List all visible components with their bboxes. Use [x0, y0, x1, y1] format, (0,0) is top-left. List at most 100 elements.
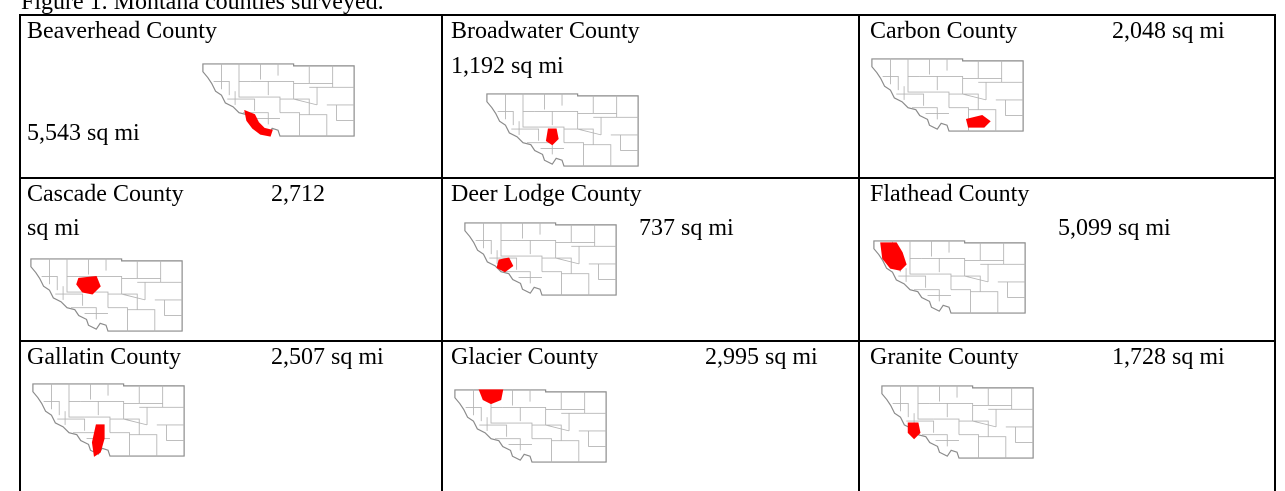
- county-location-map: [199, 60, 359, 140]
- state-outline: [30, 258, 183, 332]
- county-boundary: [107, 307, 128, 332]
- county-boundary: [1007, 281, 1026, 298]
- county-location-map: [870, 237, 1030, 317]
- county-boundary: [511, 128, 540, 141]
- county-boundary: [213, 81, 230, 96]
- montana-map-carbon: [871, 58, 1024, 132]
- highlighted-county: [907, 422, 921, 440]
- montana-map-glacier: [454, 389, 607, 463]
- county-boundary: [497, 111, 514, 126]
- county-boundary: [545, 424, 570, 432]
- county-boundary: [68, 383, 81, 402]
- county-boundary: [490, 407, 507, 424]
- county-name: Beaverhead County: [27, 18, 217, 44]
- county-boundary: [563, 142, 584, 167]
- county-boundary: [520, 407, 547, 426]
- county-area-value: 2,712: [271, 181, 325, 207]
- county-boundary: [978, 436, 1007, 459]
- grid-divider-row-1: [19, 177, 1276, 179]
- county-boundary: [1005, 99, 1024, 116]
- county-boundary: [494, 438, 521, 451]
- county-boundary: [911, 107, 938, 120]
- county-boundary: [43, 401, 60, 416]
- county-location-map: [868, 55, 1028, 135]
- county-boundary: [66, 258, 79, 277]
- highlighted-county: [244, 109, 273, 137]
- state-outline: [454, 389, 607, 463]
- county-name: Granite County: [870, 344, 1019, 370]
- county-boundary: [531, 438, 552, 463]
- county-boundary: [917, 385, 930, 404]
- montana-map-broadwater: [486, 93, 639, 167]
- county-boundary: [917, 403, 934, 420]
- county-cell-cascade: Cascade County 2,712 sq mi: [21, 179, 441, 340]
- county-boundary: [555, 257, 580, 265]
- montana-map-gallatin: [32, 383, 185, 457]
- highlighted-county: [965, 114, 991, 128]
- county-cell-carbon: Carbon County 2,048 sq mi: [860, 16, 1274, 177]
- county-boundary: [538, 126, 565, 143]
- county-area-unit: sq mi: [27, 215, 80, 241]
- county-area: 2,507 sq mi: [271, 344, 384, 370]
- county-boundary: [598, 263, 617, 280]
- county-boundary: [489, 257, 518, 270]
- county-cell-flathead: Flathead County 5,099 sq mi: [860, 179, 1274, 340]
- county-boundary: [620, 134, 639, 151]
- county-boundary: [465, 407, 482, 422]
- county-boundary: [948, 93, 979, 110]
- county-boundary: [563, 128, 594, 145]
- county-boundary: [55, 293, 84, 306]
- grid-divider-col-2: [858, 14, 860, 491]
- county-boundary: [166, 424, 185, 441]
- county-boundary: [531, 424, 562, 441]
- county-boundary: [68, 401, 85, 418]
- county-boundary: [541, 271, 562, 296]
- county-area: 1,728 sq mi: [1112, 344, 1225, 370]
- county-boundary: [293, 98, 318, 106]
- county-location-map: [27, 255, 187, 335]
- county-boundary: [950, 289, 971, 314]
- county-boundary: [933, 418, 960, 435]
- county-location-map: [29, 380, 189, 460]
- county-boundary: [907, 76, 924, 93]
- state-outline: [202, 63, 355, 137]
- county-location-map: [461, 219, 621, 299]
- county-boundary: [516, 255, 543, 272]
- county-boundary: [129, 434, 158, 457]
- county-boundary: [84, 416, 111, 433]
- county-area: 2,048 sq mi: [1112, 18, 1225, 44]
- county-boundary: [57, 418, 86, 431]
- county-boundary: [238, 81, 255, 98]
- county-boundary: [909, 240, 922, 259]
- county-cell-broadwater: Broadwater County 1,192 sq mi: [443, 16, 858, 177]
- county-boundary: [121, 293, 146, 301]
- county-cell-gallatin: Gallatin County 2,507 sq mi: [21, 342, 441, 491]
- county-name: Carbon County: [870, 18, 1018, 44]
- montana-map-granite: [881, 385, 1034, 459]
- county-boundary: [939, 258, 966, 277]
- county-boundary: [506, 422, 533, 439]
- county-boundary: [950, 275, 981, 292]
- state-outline: [871, 58, 1024, 132]
- county-boundary: [968, 109, 997, 132]
- county-boundary: [583, 144, 612, 167]
- state-outline: [881, 385, 1034, 459]
- county-boundary: [541, 257, 572, 274]
- county-boundary: [164, 299, 183, 316]
- county-area: 1,192 sq mi: [451, 53, 564, 79]
- county-boundary: [882, 76, 899, 91]
- county-boundary: [479, 424, 508, 437]
- county-boundary: [254, 96, 281, 113]
- county-area: 2,995 sq mi: [705, 344, 818, 370]
- county-boundary: [279, 98, 310, 115]
- county-cell-glacier: Glacier County 2,995 sq mi: [443, 342, 858, 491]
- county-cell-granite: Granite County 1,728 sq mi: [860, 342, 1274, 491]
- state-outline: [486, 93, 639, 167]
- grid-border-left: [19, 14, 21, 491]
- county-boundary: [41, 276, 58, 291]
- county-boundary: [250, 81, 269, 96]
- county-location-map: [483, 90, 643, 170]
- county-name: Broadwater County: [451, 18, 640, 44]
- county-boundary: [336, 104, 355, 121]
- county-boundary: [279, 112, 300, 137]
